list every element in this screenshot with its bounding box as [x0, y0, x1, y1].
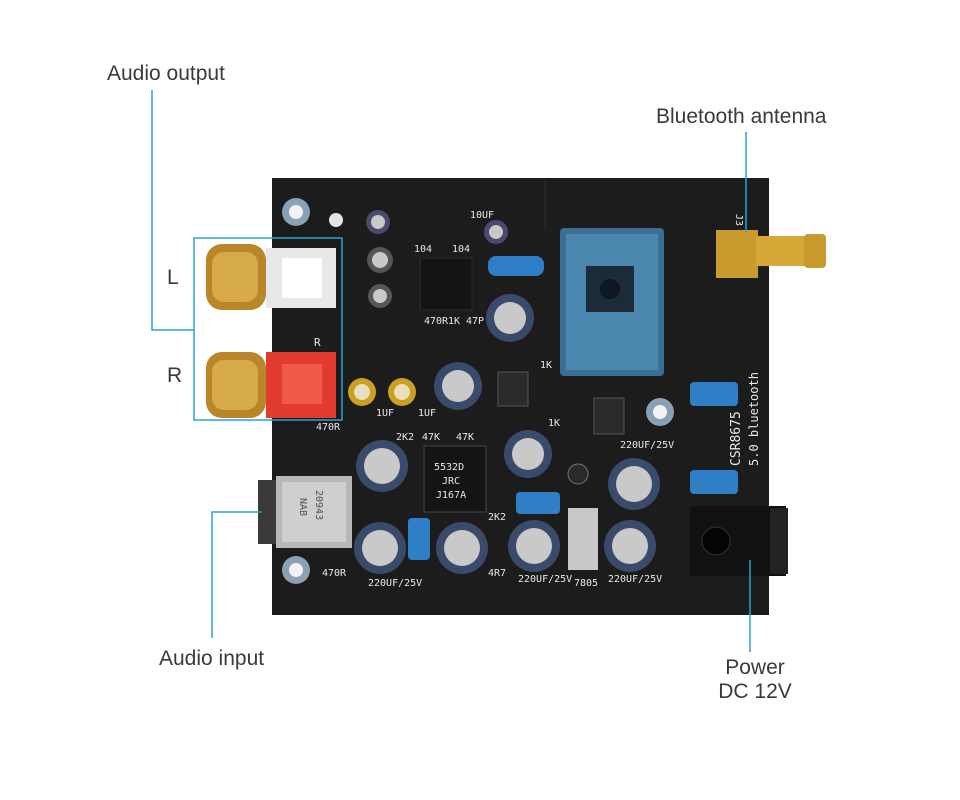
silk-code: 104 [414, 244, 432, 255]
silk-jack-1: NAB [297, 498, 308, 516]
leader-lines [151, 90, 751, 652]
silk-reg: 7805 [574, 578, 598, 589]
electrolytic-capacitor [388, 378, 416, 406]
electrolytic-capacitor [486, 294, 534, 342]
mounting-hole [646, 398, 674, 426]
lr-bracket [193, 237, 343, 421]
silk-res: 470R [316, 422, 341, 433]
silk-res: 2K2 [396, 432, 414, 443]
label-audio-input: Audio input [159, 647, 265, 670]
silk-res: 47P [466, 316, 484, 327]
silk-rca-r: R [314, 336, 321, 349]
silk-cap-small: 10UF [470, 210, 494, 221]
electrolytic-capacitor [604, 520, 656, 572]
bluetooth-module [560, 228, 664, 376]
electrolytic-capacitor [608, 458, 660, 510]
silk-chip-3: J167A [436, 490, 466, 501]
sma-antenna-connector [716, 230, 826, 278]
dc-power-jack [690, 506, 788, 576]
label-bluetooth-antenna: Bluetooth antenna [656, 105, 827, 128]
blue-capacitor [690, 382, 738, 406]
transistor [567, 463, 589, 485]
silk-chip-1: 5532D [434, 462, 464, 473]
electrolytic-capacitor [434, 362, 482, 410]
silk-res: 1K [448, 316, 460, 327]
leader-audio-output [151, 90, 194, 331]
electrolytic-capacitor [356, 440, 408, 492]
blue-capacitor [408, 518, 430, 560]
silk-cap: 220UF/25V [608, 574, 662, 585]
silk-cap: 220UF/25V [620, 440, 674, 451]
opamp-chip: 5532D JRC J167A [423, 445, 487, 513]
silk-res: 2K2 [488, 512, 506, 523]
mounting-hole [282, 556, 310, 584]
electrolytic-capacitor [354, 522, 406, 574]
blue-capacitor [690, 470, 738, 494]
transistor [497, 371, 529, 407]
voltage-regulator [568, 508, 598, 570]
silk-board-name-2: 5.0 bluetooth [747, 372, 761, 466]
electrolytic-capacitor [366, 210, 390, 234]
silk-res: 470R [424, 316, 449, 327]
label-audio-output: Audio output [107, 62, 225, 85]
silk-cap-1uf: 1UF [376, 408, 394, 419]
mounting-hole [282, 198, 310, 226]
silk-code: 104 [452, 244, 470, 255]
label-power-line2: DC 12V [718, 680, 792, 703]
ic-dac [419, 257, 473, 311]
rca-jack-right [206, 352, 336, 418]
blue-capacitor [488, 256, 544, 276]
electrolytic-capacitor [508, 520, 560, 572]
audio-input-jack [258, 476, 352, 548]
silk-res: 4R7 [488, 568, 506, 579]
label-power: Power DC 12V [700, 656, 810, 704]
leader-audio-input [211, 511, 262, 638]
label-power-line1: Power [725, 656, 785, 679]
electrolytic-capacitor [367, 247, 393, 273]
silk-cap-1uf: 1UF [418, 408, 436, 419]
electrolytic-capacitor [436, 522, 488, 574]
electrolytic-capacitor [348, 378, 376, 406]
silk-res: 1K [540, 360, 552, 371]
silk-res: 1K [548, 418, 560, 429]
rca-jack-left [206, 244, 336, 310]
silk-cap: 220UF/25V [368, 578, 422, 589]
silk-res: 47K [422, 432, 440, 443]
silk-jack-2: 20943 [313, 490, 324, 520]
electrolytic-capacitor [504, 430, 552, 478]
silk-board-name-1: CSR8675 [729, 411, 744, 466]
silk-res: 470R [322, 568, 347, 579]
label-right-channel: R [167, 364, 183, 387]
blue-capacitor [516, 492, 560, 514]
silk-res: 47K [456, 432, 474, 443]
transistor [593, 397, 625, 435]
electrolytic-capacitor [484, 220, 508, 244]
electrolytic-capacitor [368, 284, 392, 308]
silk-chip-2: JRC [442, 476, 460, 487]
silk-cap: 220UF/25V [518, 574, 572, 585]
label-left-channel: L [167, 266, 179, 289]
silk-antenna-ref: J3 [733, 214, 744, 226]
